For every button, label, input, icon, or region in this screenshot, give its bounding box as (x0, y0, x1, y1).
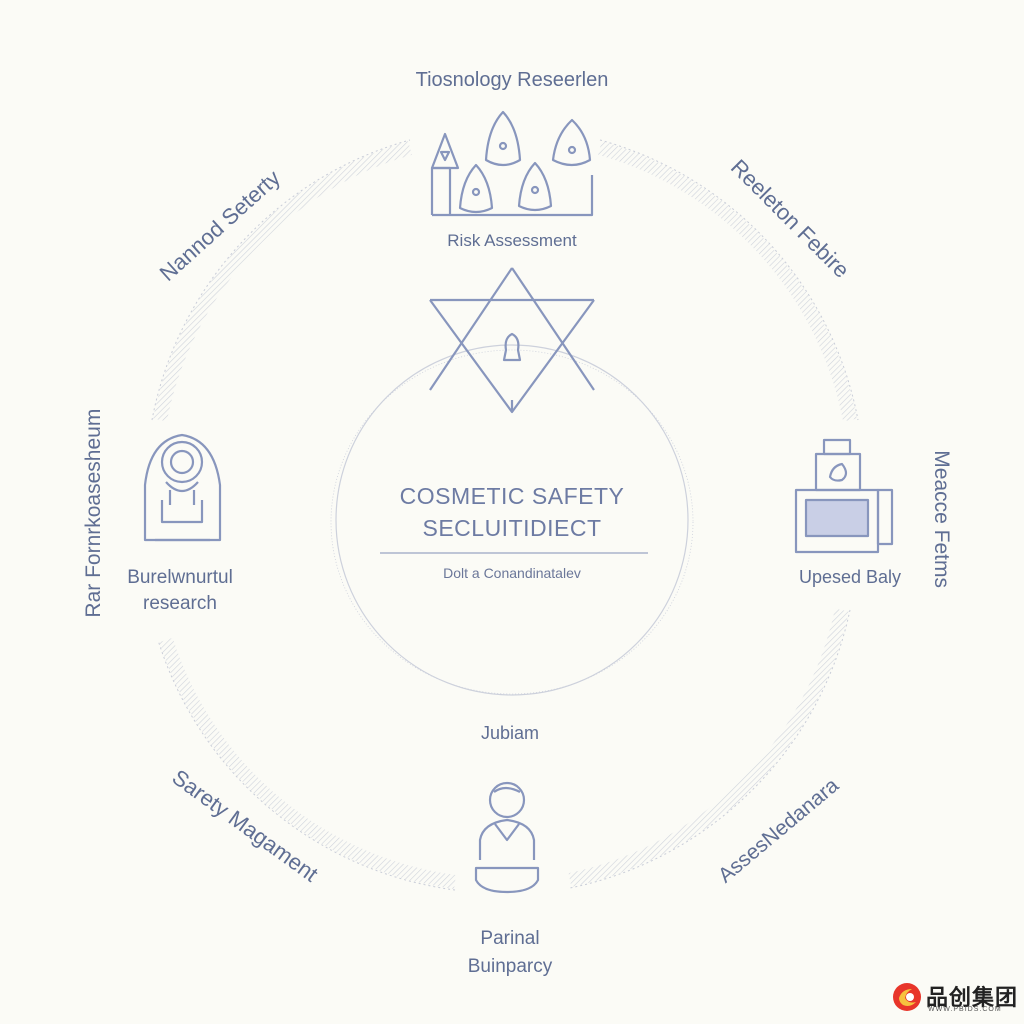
center-title-line1: COSMETIC SAFETY (399, 483, 625, 509)
right-vertical-label: Meacce Fetms (930, 450, 954, 588)
brand-logo: 品创集团 WWW.PBIDS.COM (890, 980, 1019, 1016)
left-caption-line1: Burelwnurtul (127, 567, 233, 588)
top-heading: Tiosnology Reseerlen (415, 69, 609, 91)
researcher-icon (143, 433, 222, 542)
outer-ring-arc-bottom-left (159, 637, 456, 889)
risk-assessment-droplets-icon (430, 110, 594, 217)
person-icon (474, 781, 540, 894)
brand-logo-url: WWW.PBIDS.COM (928, 1006, 1002, 1013)
brand-logo-icon (893, 983, 921, 1011)
outer-ring-arc-top-right (598, 141, 857, 422)
outer-ring-edges (151, 139, 859, 891)
star-keyhole-icon (429, 267, 595, 414)
product-container-icon (794, 438, 894, 554)
outer-ring (153, 141, 857, 889)
center-title-line2: SECLUITIDIECT (422, 515, 602, 541)
risk-assessment-caption: Risk Assessment (447, 231, 577, 250)
outer-ring-arc-bottom-right (568, 608, 849, 887)
left-caption-line2: research (143, 593, 217, 614)
bottom-heading: Jubiam (480, 723, 540, 743)
outer-ring-arc-top-left (153, 141, 412, 422)
inner-ring (330, 344, 694, 696)
center-subtitle: Dolt a Conandinatalev (443, 565, 581, 581)
bottom-caption-line2: Buinparcy (467, 956, 553, 977)
right-caption: Upesed Baly (798, 567, 902, 587)
brand-logo-name: 品创集团 (926, 985, 1019, 1010)
bottom-caption-line1: Parinal (480, 928, 540, 949)
